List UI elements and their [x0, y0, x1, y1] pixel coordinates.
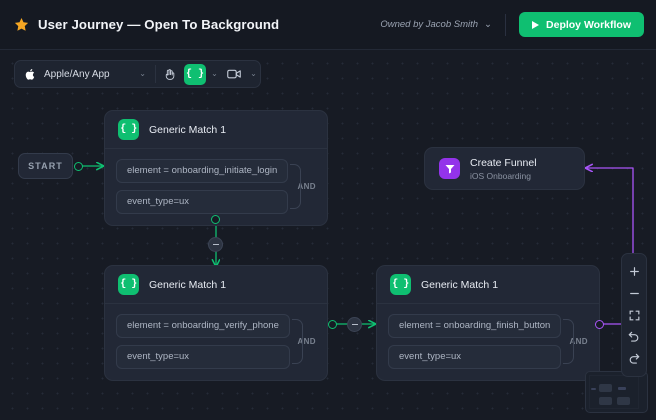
- minus-icon: [629, 292, 639, 294]
- zoom-controls: [621, 253, 647, 377]
- operator-bracket: [290, 164, 302, 209]
- condition-list: element = onboarding_verify_phone event_…: [116, 314, 290, 369]
- node-body: element = onboarding_initiate_login even…: [105, 149, 327, 225]
- node-body: element = onboarding_verify_phone event_…: [105, 304, 327, 380]
- app-selector-label: Apple/Any App: [44, 68, 110, 80]
- app-selector[interactable]: Apple/Any App ⌄: [15, 61, 155, 87]
- node-header: { } Generic Match 1: [105, 111, 327, 149]
- start-node[interactable]: START: [18, 153, 73, 179]
- deploy-workflow-button[interactable]: Deploy Workflow: [519, 12, 644, 37]
- minimap-dot: [591, 388, 596, 390]
- node-generic-match-1[interactable]: { } Generic Match 1 element = onboarding…: [104, 110, 328, 226]
- operator-group: AND: [290, 314, 316, 369]
- play-icon: [532, 20, 540, 29]
- owner-label: Owned by Jacob Smith: [380, 19, 479, 30]
- minimap[interactable]: [585, 371, 648, 413]
- fit-screen-icon: [629, 310, 639, 320]
- code-braces-icon: { }: [118, 274, 139, 295]
- edge-match3-to-funnel: [585, 168, 634, 325]
- divider: [155, 65, 156, 83]
- workflow-canvas[interactable]: START { } Generic Match 1 element = onbo…: [0, 50, 656, 420]
- minimap-node: [599, 397, 612, 405]
- operator-bracket: [291, 319, 303, 364]
- top-bar-right: Owned by Jacob Smith ⌄ Deploy Workflow: [380, 12, 644, 37]
- top-bar: User Journey — Open To Background Owned …: [0, 0, 656, 50]
- node-header: { } Generic Match 1: [377, 266, 599, 304]
- condition-pill[interactable]: element = onboarding_finish_button: [388, 314, 562, 338]
- hand-tool-button[interactable]: [156, 61, 182, 87]
- zoom-out-button[interactable]: [621, 282, 647, 304]
- apple-icon: [25, 68, 35, 80]
- operator-group: AND: [561, 314, 588, 369]
- node-header: { } Generic Match 1: [105, 266, 327, 304]
- funnel-icon: [439, 158, 460, 179]
- redo-button[interactable]: [621, 348, 647, 370]
- hand-icon: [165, 68, 174, 80]
- minimap-dot: [618, 387, 626, 390]
- redo-icon: [629, 353, 640, 364]
- condition-pill[interactable]: event_type=ux: [116, 190, 289, 214]
- node2-output-port[interactable]: [328, 320, 337, 329]
- minimap-node: [599, 384, 612, 392]
- minimap-node: [617, 397, 630, 405]
- start-node-output-port[interactable]: [74, 162, 83, 171]
- operator-bracket: [563, 319, 575, 364]
- node3-output-port[interactable]: [595, 320, 604, 329]
- undo-button[interactable]: [621, 326, 647, 348]
- node-title: Generic Match 1: [149, 123, 227, 136]
- funnel-title: Create Funnel: [470, 156, 537, 169]
- node1-output-port[interactable]: [211, 215, 220, 224]
- chevron-down-icon: ⌄: [484, 19, 493, 30]
- minimap-viewport[interactable]: [589, 375, 639, 409]
- code-tool-chevron[interactable]: ⌄: [208, 61, 221, 87]
- condition-list: element = onboarding_initiate_login even…: [116, 159, 289, 214]
- divider: [505, 13, 507, 36]
- operator-label: AND: [569, 337, 588, 346]
- camera-icon: [226, 69, 241, 79]
- operator-label: AND: [297, 182, 316, 191]
- edge-remove-button-2[interactable]: [347, 317, 362, 332]
- camera-tool-button[interactable]: [221, 61, 247, 87]
- condition-pill[interactable]: element = onboarding_initiate_login: [116, 159, 289, 183]
- undo-icon: [628, 331, 639, 342]
- deploy-workflow-label: Deploy Workflow: [546, 18, 631, 31]
- node-title: Generic Match 1: [149, 278, 227, 291]
- fit-screen-button[interactable]: [621, 304, 647, 326]
- code-braces-icon: { }: [185, 68, 204, 80]
- code-tool-button[interactable]: { }: [184, 63, 206, 85]
- operator-group: AND: [288, 159, 316, 214]
- condition-list: element = onboarding_finish_button event…: [388, 314, 562, 369]
- condition-pill[interactable]: event_type=ux: [116, 345, 290, 369]
- start-node-label: START: [28, 161, 63, 171]
- operator-label: AND: [297, 337, 316, 346]
- condition-pill[interactable]: event_type=ux: [388, 345, 562, 369]
- title-group: User Journey — Open To Background: [14, 17, 279, 32]
- node-generic-match-2[interactable]: { } Generic Match 1 element = onboarding…: [104, 265, 328, 381]
- node-title: Generic Match 1: [421, 278, 499, 291]
- plus-icon: [629, 266, 639, 276]
- funnel-subtitle: iOS Onboarding: [470, 170, 531, 181]
- node-body: element = onboarding_finish_button event…: [377, 304, 599, 380]
- node-create-funnel[interactable]: Create Funnel iOS Onboarding: [424, 147, 585, 190]
- chevron-down-icon: ⌄: [211, 69, 218, 78]
- node-generic-match-3[interactable]: { } Generic Match 1 element = onboarding…: [376, 265, 600, 381]
- page-title: User Journey — Open To Background: [38, 17, 280, 32]
- code-braces-icon: { }: [390, 274, 411, 295]
- owner-selector[interactable]: Owned by Jacob Smith ⌄: [380, 19, 505, 30]
- condition-pill[interactable]: element = onboarding_verify_phone: [116, 314, 290, 338]
- chevron-down-icon: ⌄: [250, 69, 257, 78]
- code-braces-icon: { }: [118, 119, 139, 140]
- camera-tool-chevron[interactable]: ⌄: [247, 61, 260, 87]
- edge-remove-button-1[interactable]: [208, 237, 223, 252]
- chevron-down-icon: ⌄: [139, 69, 146, 78]
- star-icon[interactable]: [14, 17, 29, 32]
- funnel-text-group: Create Funnel iOS Onboarding: [470, 157, 537, 181]
- canvas-toolbar: Apple/Any App ⌄ { } ⌄: [14, 60, 261, 88]
- zoom-in-button[interactable]: [621, 260, 647, 282]
